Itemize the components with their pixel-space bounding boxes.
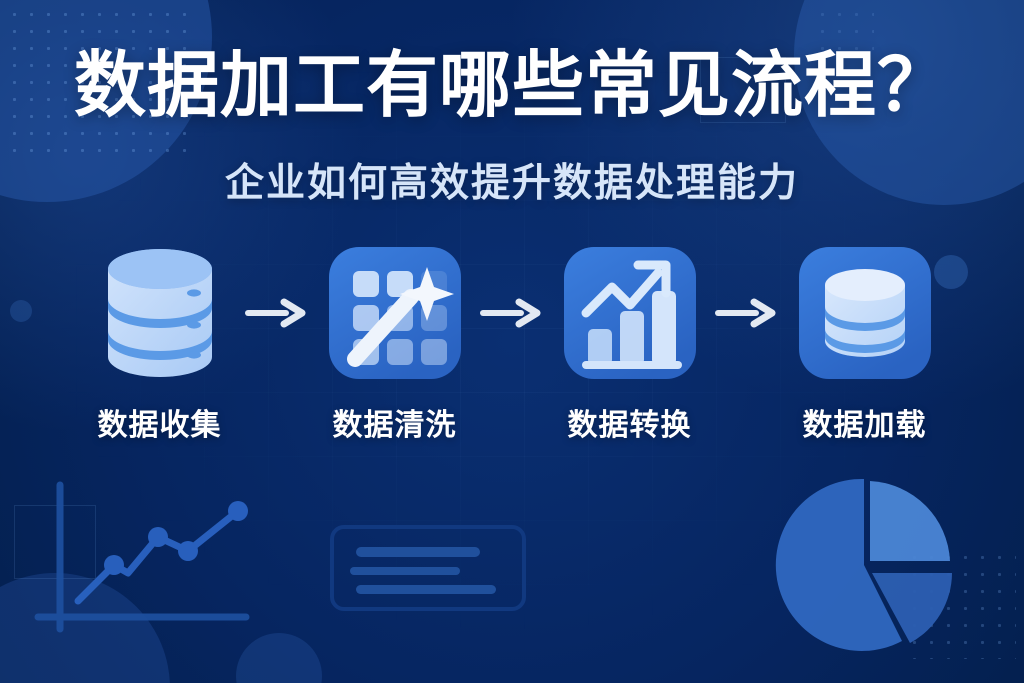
pipeline-step-collect[interactable]: 数据收集 <box>78 242 241 444</box>
pie-chart-decoration <box>768 469 968 665</box>
pipeline-step-label: 数据转换 <box>567 409 692 442</box>
background-circle-bottom-mid <box>236 633 322 683</box>
pipeline-step-transform[interactable]: 数据转换 <box>548 242 711 444</box>
dot-grid-top-right <box>814 6 874 50</box>
database-cylinder-icon <box>795 242 935 384</box>
dot-grid-bottom-right <box>906 549 1016 659</box>
magic-wand-grid-icon <box>325 242 465 384</box>
background-circle-bottom-left <box>0 573 170 683</box>
page-subtitle: 企业如何高效提升数据处理能力 <box>224 162 799 205</box>
document-lines-decoration <box>330 525 526 611</box>
database-stack-icon <box>90 242 230 384</box>
pipeline-arrow-1 <box>241 242 313 384</box>
bar-chart-trend-up-icon <box>560 242 700 384</box>
pipeline-step-label: 数据收集 <box>97 409 222 442</box>
page-title: 数据加工有哪些常见流程？ <box>73 46 950 126</box>
pipeline-step-label: 数据加载 <box>802 409 927 442</box>
pipeline-step-load[interactable]: 数据加载 <box>783 242 946 444</box>
process-pipeline: 数据收集 <box>78 242 946 457</box>
pipeline-arrow-2 <box>476 242 548 384</box>
pipeline-step-label: 数据清洗 <box>332 409 457 442</box>
pipeline-arrow-3 <box>711 242 783 384</box>
pipeline-step-clean[interactable]: 数据清洗 <box>313 242 476 444</box>
line-chart-decoration <box>30 477 266 655</box>
outline-square-bottom-left <box>14 505 96 579</box>
background-dot-left <box>10 300 32 322</box>
